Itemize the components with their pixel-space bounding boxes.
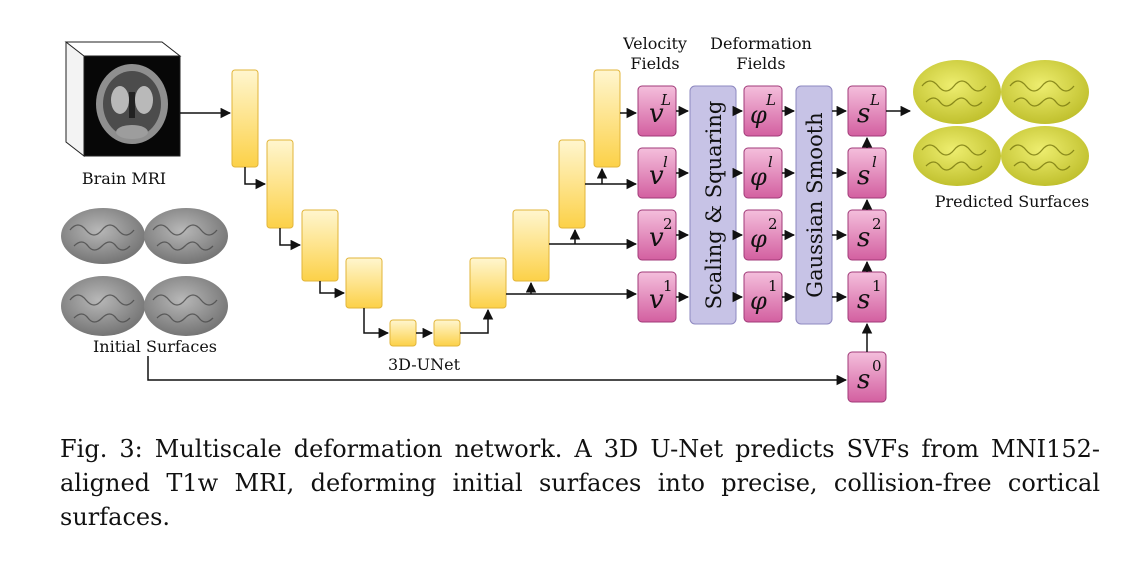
figure-caption: Fig. 3: Multiscale deformation network. … [60, 435, 1100, 531]
velocity-node-l-base: v [649, 161, 664, 191]
unet-block-4 [345, 257, 383, 309]
surface-node-1-sup: 1 [872, 277, 882, 295]
deformation-nodes: φ L φ l φ 2 φ 1 [743, 85, 783, 323]
surface-node-l-base: s [857, 161, 870, 191]
velocity-node-L-base: v [649, 99, 664, 129]
unet-block-2 [266, 139, 294, 229]
surface-node-0-sup: 0 [872, 357, 882, 375]
unet-label: 3D-UNet [388, 355, 461, 374]
scaling-squaring-label: Scaling & Squaring [702, 101, 726, 310]
surface-node-l-sup: l [872, 153, 877, 171]
surface-node-1-base: s [857, 285, 870, 315]
unet-block-10 [593, 69, 621, 168]
unet-block-5 [389, 319, 417, 347]
velocity-node-L-sup: L [660, 91, 671, 109]
surface-nodes: s L s l s 2 s 1 s 0 [847, 85, 887, 403]
deformation-node-2-base: φ [750, 225, 767, 253]
surface-node-0-base: s [857, 365, 870, 395]
scaling-squaring-box [689, 85, 737, 325]
deformation-node-l-base: φ [750, 163, 767, 191]
unet-block-6 [433, 319, 461, 347]
velocity-node-1-base: v [649, 285, 664, 315]
deformation-node-L-base: φ [750, 101, 767, 129]
deformation-node-L-sup: L [765, 91, 776, 109]
velocity-node-2-base: v [649, 223, 664, 253]
deformation-node-1-base: φ [750, 287, 767, 315]
unet-block-7 [469, 257, 507, 309]
unet-block-8 [512, 209, 550, 282]
velocity-nodes: v L v l v 2 v 1 [637, 85, 677, 323]
surface-node-L-base: s [857, 99, 870, 129]
unet [231, 69, 621, 347]
gaussian-smooth-box [795, 85, 833, 325]
initial-surfaces [61, 208, 228, 336]
gaussian-smooth-label: Gaussian Smooth [803, 112, 827, 297]
unet-block-1 [231, 69, 259, 168]
velocity-node-l-sup: l [663, 153, 668, 171]
deformation-header-1: Deformation [710, 34, 812, 53]
predicted-surfaces [913, 60, 1089, 186]
unet-block-9 [558, 139, 586, 229]
initial-surfaces-label: Initial Surfaces [93, 337, 217, 356]
deformation-node-1-sup: 1 [768, 277, 778, 295]
diagram: Brain MRI Initial Surfaces 3D-UNet [61, 34, 1089, 403]
velocity-node-2-sup: 2 [663, 215, 673, 233]
deformation-node-l-sup: l [768, 153, 773, 171]
velocity-node-1-sup: 1 [663, 277, 673, 295]
mri-volume [64, 41, 182, 158]
surface-node-L-sup: L [869, 91, 880, 109]
surface-node-2-sup: 2 [872, 215, 882, 233]
mri-label: Brain MRI [82, 169, 166, 188]
deformation-node-2-sup: 2 [768, 215, 778, 233]
velocity-header-1: Velocity [622, 34, 687, 53]
unet-block-3 [301, 209, 339, 282]
velocity-header-2: Fields [630, 54, 679, 73]
predicted-surfaces-label: Predicted Surfaces [935, 192, 1089, 211]
deformation-header-2: Fields [736, 54, 785, 73]
surface-node-2-base: s [857, 223, 870, 253]
